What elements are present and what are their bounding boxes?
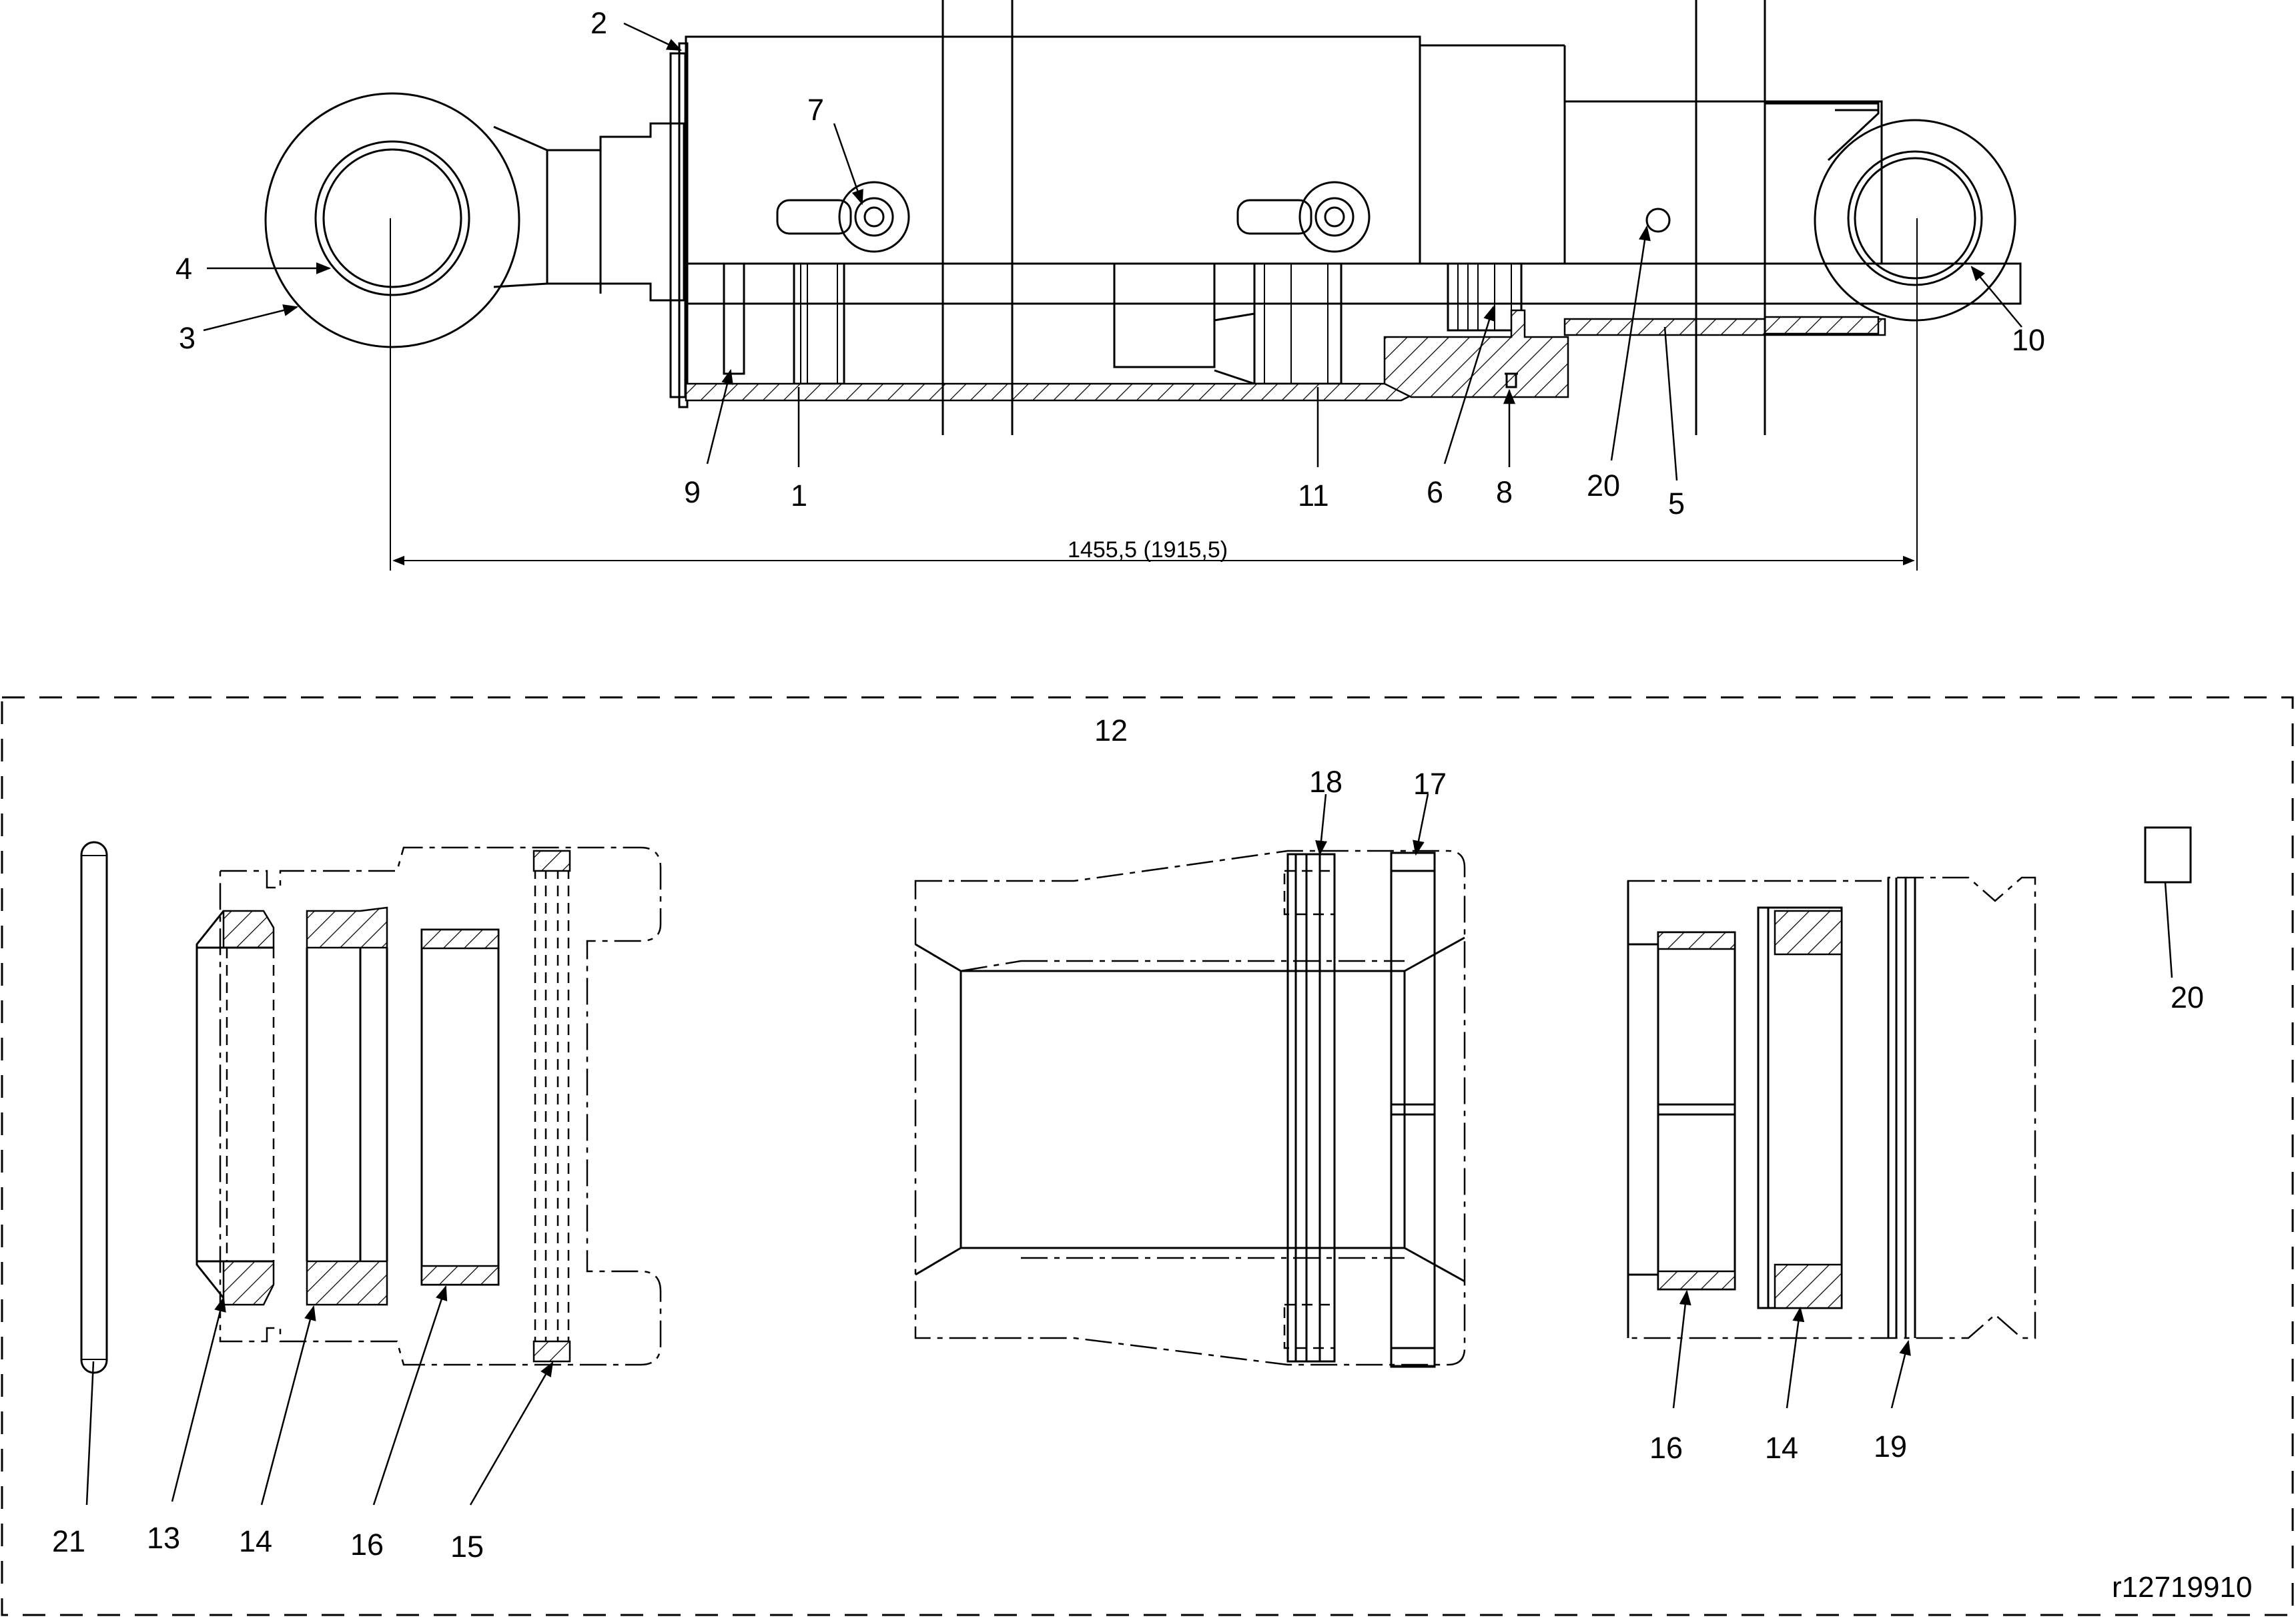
dimension-text: 1455,5 (1915,5) bbox=[1068, 537, 1228, 563]
callout-leaders-kit bbox=[85, 793, 2173, 1506]
assembly-view: 1455,5 (1915,5) 2 7 4 3 10 9 1 11 6 8 20… bbox=[175, 0, 2045, 571]
barrel bbox=[685, 35, 1421, 265]
right-pin bbox=[1854, 157, 1976, 280]
callout-11: 11 bbox=[1298, 478, 1329, 513]
callout-19: 19 bbox=[1874, 1429, 1907, 1464]
kit-label: 12 bbox=[1094, 713, 1128, 747]
rod-guide-section bbox=[1383, 309, 1569, 398]
callout-20-top: 20 bbox=[1587, 468, 1620, 503]
gland-assembly bbox=[196, 846, 662, 1366]
callout-17: 17 bbox=[1413, 767, 1447, 801]
o-ring bbox=[80, 841, 108, 1374]
left-pin bbox=[322, 148, 462, 288]
callout-1: 1 bbox=[791, 478, 807, 513]
callout-7: 7 bbox=[807, 93, 824, 127]
rod-end-body bbox=[1765, 102, 1880, 161]
callout-13: 13 bbox=[147, 1521, 180, 1555]
callout-6: 6 bbox=[1427, 475, 1443, 509]
reference-id: r12719910 bbox=[2112, 1571, 2252, 1604]
callout-21: 21 bbox=[52, 1524, 85, 1558]
right-pin-bushing bbox=[1847, 150, 1983, 286]
grease-hole bbox=[1645, 208, 1671, 233]
seal-kit-box: 12 bbox=[1, 696, 2294, 1616]
break-lines bbox=[941, 0, 1766, 435]
callout-15: 15 bbox=[450, 1530, 484, 1564]
callout-leaders-top bbox=[203, 22, 2022, 481]
callout-14-left: 14 bbox=[239, 1524, 272, 1558]
callout-16-left: 16 bbox=[350, 1528, 384, 1562]
callout-4: 4 bbox=[175, 252, 192, 286]
callout-3: 3 bbox=[179, 321, 196, 355]
rod-guide-assembly bbox=[1627, 876, 2036, 1339]
callout-14-right: 14 bbox=[1765, 1431, 1798, 1465]
callout-18: 18 bbox=[1309, 765, 1343, 799]
right-eye-outer bbox=[1814, 119, 2016, 322]
callout-9: 9 bbox=[684, 475, 701, 509]
callout-10: 10 bbox=[2012, 323, 2045, 357]
port-fitting-1 bbox=[776, 181, 910, 253]
clevis-neck bbox=[493, 122, 685, 302]
small-square-part bbox=[2144, 826, 2192, 884]
callout-5: 5 bbox=[1668, 487, 1685, 521]
callout-8: 8 bbox=[1496, 475, 1513, 509]
left-pin-bushing bbox=[314, 140, 470, 296]
callout-16-right: 16 bbox=[1649, 1431, 1683, 1465]
barrel-wall-section bbox=[685, 382, 1417, 402]
callout-20-kit: 20 bbox=[2171, 980, 2204, 1014]
piston-assembly bbox=[914, 850, 1466, 1368]
piston-rod bbox=[1565, 100, 1880, 265]
port-fitting-2 bbox=[1236, 181, 1371, 253]
callout-2: 2 bbox=[591, 6, 607, 40]
left-eye-outer bbox=[264, 92, 520, 348]
kit-border bbox=[1, 696, 2294, 1616]
overall-length-dimension: 1455,5 (1915,5) bbox=[390, 218, 1918, 571]
